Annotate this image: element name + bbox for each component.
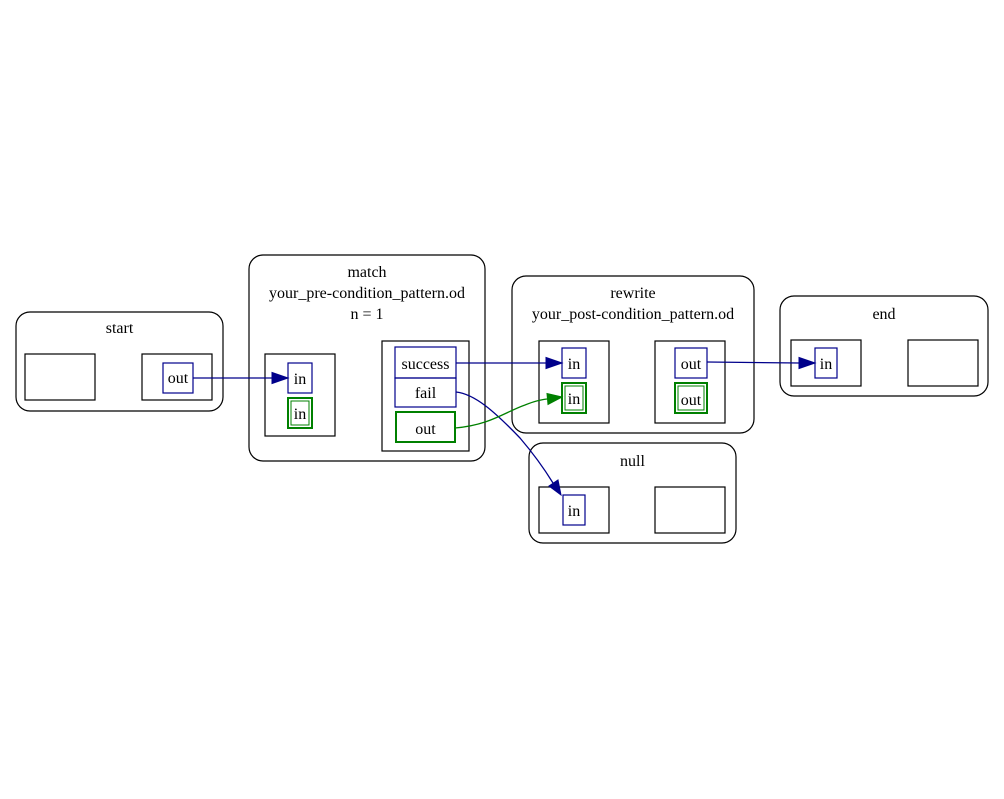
- node-null-in-port-box: [562, 494, 586, 526]
- node-null-frame: [528, 442, 737, 544]
- node-match[interactable]: match your_pre-condition_pattern.od n = …: [248, 254, 486, 462]
- node-rewrite-out-data-port-box: [674, 382, 708, 414]
- node-match-fail-port[interactable]: fail: [394, 377, 457, 408]
- node-end-frame: [779, 295, 989, 397]
- node-rewrite-pattern: your_post-condition_pattern.od: [532, 306, 734, 323]
- node-start-input-group: [24, 353, 96, 401]
- node-match-out-data-port-box: [395, 411, 456, 443]
- node-rewrite-title: rewrite: [610, 285, 655, 302]
- node-match-in-port[interactable]: in: [287, 362, 313, 394]
- edge-matchout-to-rewrite-data[interactable]: [454, 392, 564, 429]
- node-match-out-data-port[interactable]: out: [395, 411, 456, 443]
- edge-fail-to-null-line: [455, 391, 554, 484]
- node-match-success-port[interactable]: success: [394, 346, 457, 379]
- edge-start-to-match[interactable]: [193, 371, 290, 385]
- node-start-frame: [15, 311, 224, 412]
- edge-rewrite-to-end[interactable]: [706, 356, 817, 370]
- node-end[interactable]: end in: [779, 295, 989, 397]
- node-rewrite-input-group: [538, 340, 610, 424]
- edge-matchout-to-rewrite-data-arrowhead: [546, 392, 564, 406]
- node-start-out-port[interactable]: out: [162, 362, 194, 394]
- node-end-in-port-label: in: [820, 356, 832, 373]
- node-rewrite-output-group: [654, 340, 726, 424]
- node-match-in-data-port-label: in: [294, 406, 306, 423]
- node-rewrite-frame: [511, 275, 755, 434]
- node-match-out-data-port-label: out: [415, 421, 436, 438]
- node-match-in-data-port-box: [287, 397, 313, 429]
- node-end-output-group: [907, 339, 979, 387]
- edge-fail-to-null[interactable]: [455, 391, 562, 497]
- node-rewrite-out-data-port-label: out: [681, 392, 702, 409]
- node-rewrite-in-data-port[interactable]: in: [561, 382, 587, 414]
- node-match-input-group: [264, 353, 336, 437]
- node-null-title: null: [620, 453, 645, 470]
- node-match-pattern: your_pre-condition_pattern.od: [269, 285, 465, 302]
- node-rewrite-in-port[interactable]: in: [561, 347, 587, 379]
- node-match-in-port-label: in: [294, 371, 306, 388]
- node-match-param: n = 1: [350, 306, 383, 323]
- node-match-in-data-port-inner: [290, 400, 310, 426]
- node-start-title: start: [106, 320, 134, 337]
- node-end-title: end: [872, 306, 895, 323]
- node-start-output-group: [141, 353, 213, 401]
- node-null[interactable]: null in: [528, 442, 737, 544]
- node-rewrite-in-data-port-label: in: [568, 391, 580, 408]
- edge-success-to-rewrite-arrowhead: [545, 356, 564, 370]
- node-null-output-group: [654, 486, 726, 534]
- node-null-input-group: [538, 486, 610, 534]
- node-rewrite-in-port-label: in: [568, 356, 580, 373]
- node-rewrite-in-data-port-inner: [564, 385, 584, 411]
- node-rewrite-out-port-box: [674, 347, 708, 379]
- edge-rewrite-to-end-line: [706, 361, 800, 364]
- node-match-success-port-label: success: [402, 356, 450, 373]
- node-match-in-data-port[interactable]: in: [287, 397, 313, 429]
- node-rewrite-in-data-port-box: [561, 382, 587, 414]
- node-end-in-port[interactable]: in: [814, 347, 838, 379]
- node-null-in-port[interactable]: in: [562, 494, 586, 526]
- edge-start-to-match-arrowhead: [271, 371, 290, 385]
- node-rewrite-out-data-port[interactable]: out: [674, 382, 708, 414]
- node-match-fail-port-label: fail: [415, 385, 437, 402]
- edge-fail-to-null-arrowhead: [548, 479, 562, 497]
- node-null-in-port-label: in: [568, 503, 580, 520]
- node-rewrite-out-data-port-inner: [677, 385, 705, 411]
- edge-matchout-to-rewrite-data-line: [454, 398, 548, 429]
- edge-rewrite-to-end-arrowhead: [798, 356, 817, 370]
- node-rewrite-out-port[interactable]: out: [674, 347, 708, 379]
- node-match-frame: [248, 254, 486, 462]
- node-start-out-port-label: out: [168, 370, 189, 387]
- node-match-title: match: [347, 264, 386, 281]
- node-start[interactable]: start out: [15, 311, 224, 412]
- node-rewrite[interactable]: rewrite your_post-condition_pattern.od i…: [511, 275, 755, 434]
- node-rewrite-out-port-label: out: [681, 356, 702, 373]
- edge-success-to-rewrite[interactable]: [456, 356, 564, 370]
